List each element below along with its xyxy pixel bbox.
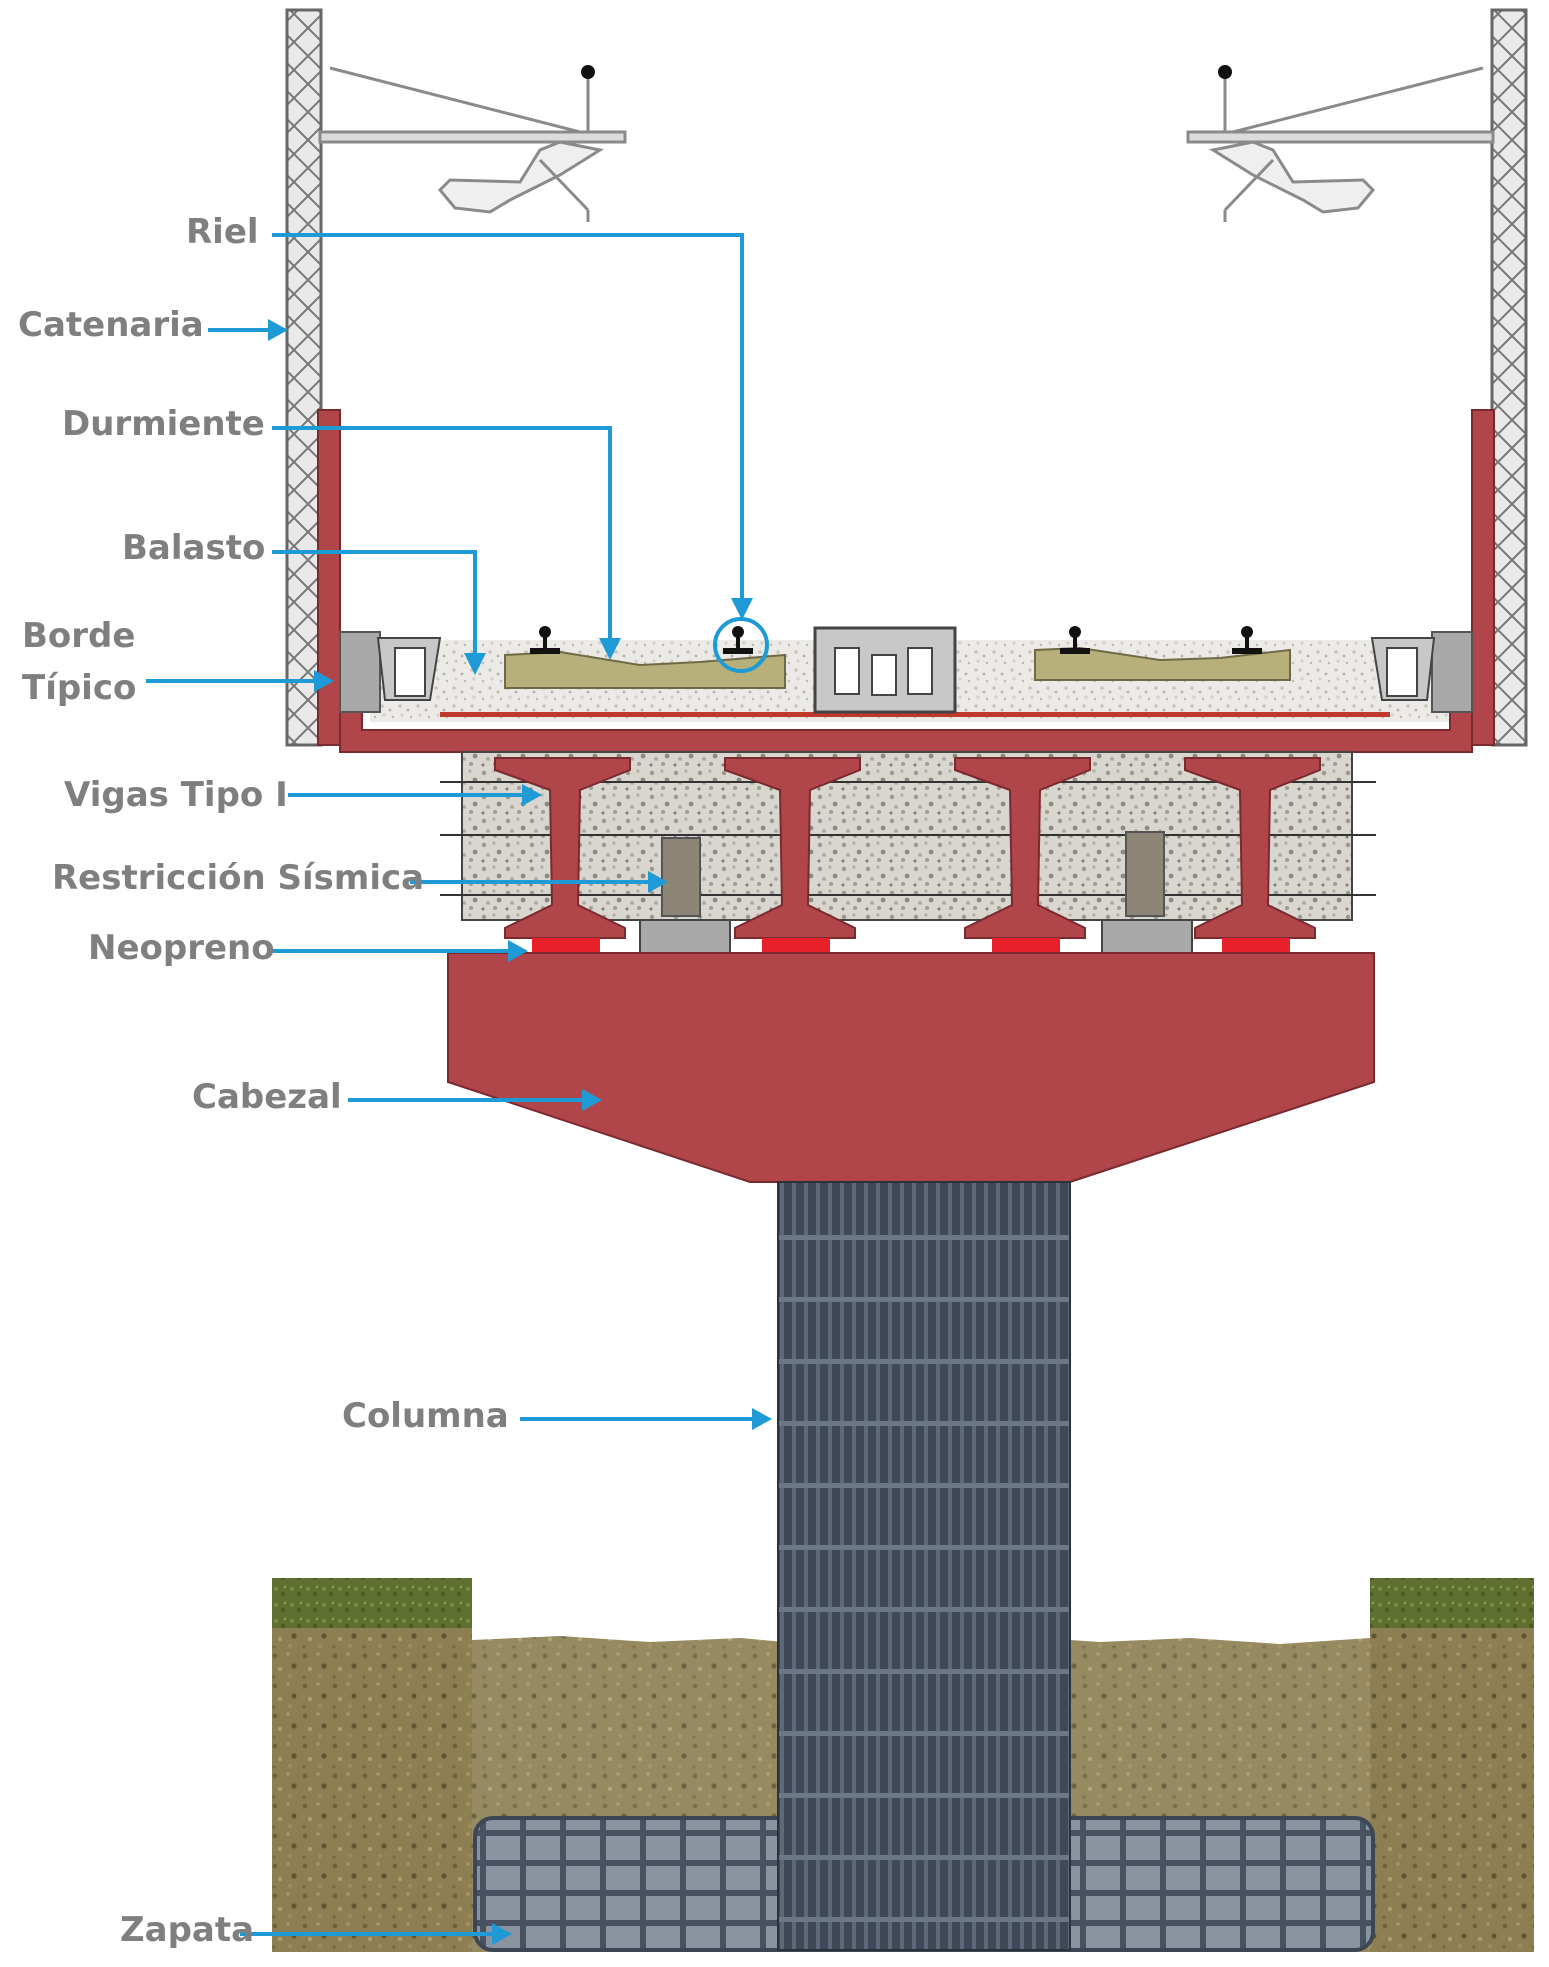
label-zapata: Zapata [120,1910,255,1950]
catenary-mast-left [285,8,323,747]
parapet-left [317,409,341,746]
arrow-right-icon [268,319,772,1945]
catenary-insulator-left [581,65,595,79]
deck-slab-top-line [440,712,1390,717]
i-girders [494,757,1321,939]
ground-left [272,1582,472,1952]
label-cabezal: Cabezal [192,1077,342,1117]
label-durmiente: Durmiente [62,404,265,444]
grass-left [272,1578,472,1628]
ground-right [1370,1582,1534,1952]
sleeper-left [504,650,786,689]
edge-duct-left [339,631,442,713]
label-vigas: Vigas Tipo I [64,775,288,815]
column [777,1181,1071,1951]
edge-duct-right [1370,631,1473,713]
parapet-right [1471,409,1495,746]
grass-right [1370,1578,1534,1628]
rail-icon [530,626,1262,654]
catenary-arm-right [1186,66,1495,222]
label-balasto: Balasto [122,528,266,568]
label-riel: Riel [186,212,259,252]
catenary-mast-right [1490,8,1528,747]
pier-cap [447,952,1375,1183]
label-catenaria: Catenaria [18,305,204,345]
label-borde-line2: Típico [22,668,137,708]
catenary-arm-left [318,66,627,222]
center-duct [813,626,957,714]
rail-highlight-circle [713,617,769,673]
neoprene-pads [532,938,1290,953]
label-borde-tipico: Borde Típico [22,610,136,714]
label-restriccion: Restricción Sísmica [52,858,425,898]
leader-lines [146,233,758,1936]
seismic-restraints [661,831,1165,917]
label-columna: Columna [342,1396,509,1436]
catenary-insulator-right [1218,65,1232,79]
label-borde-line1: Borde [22,616,136,656]
label-neopreno: Neopreno [88,928,275,968]
support-blocks [639,919,1193,954]
